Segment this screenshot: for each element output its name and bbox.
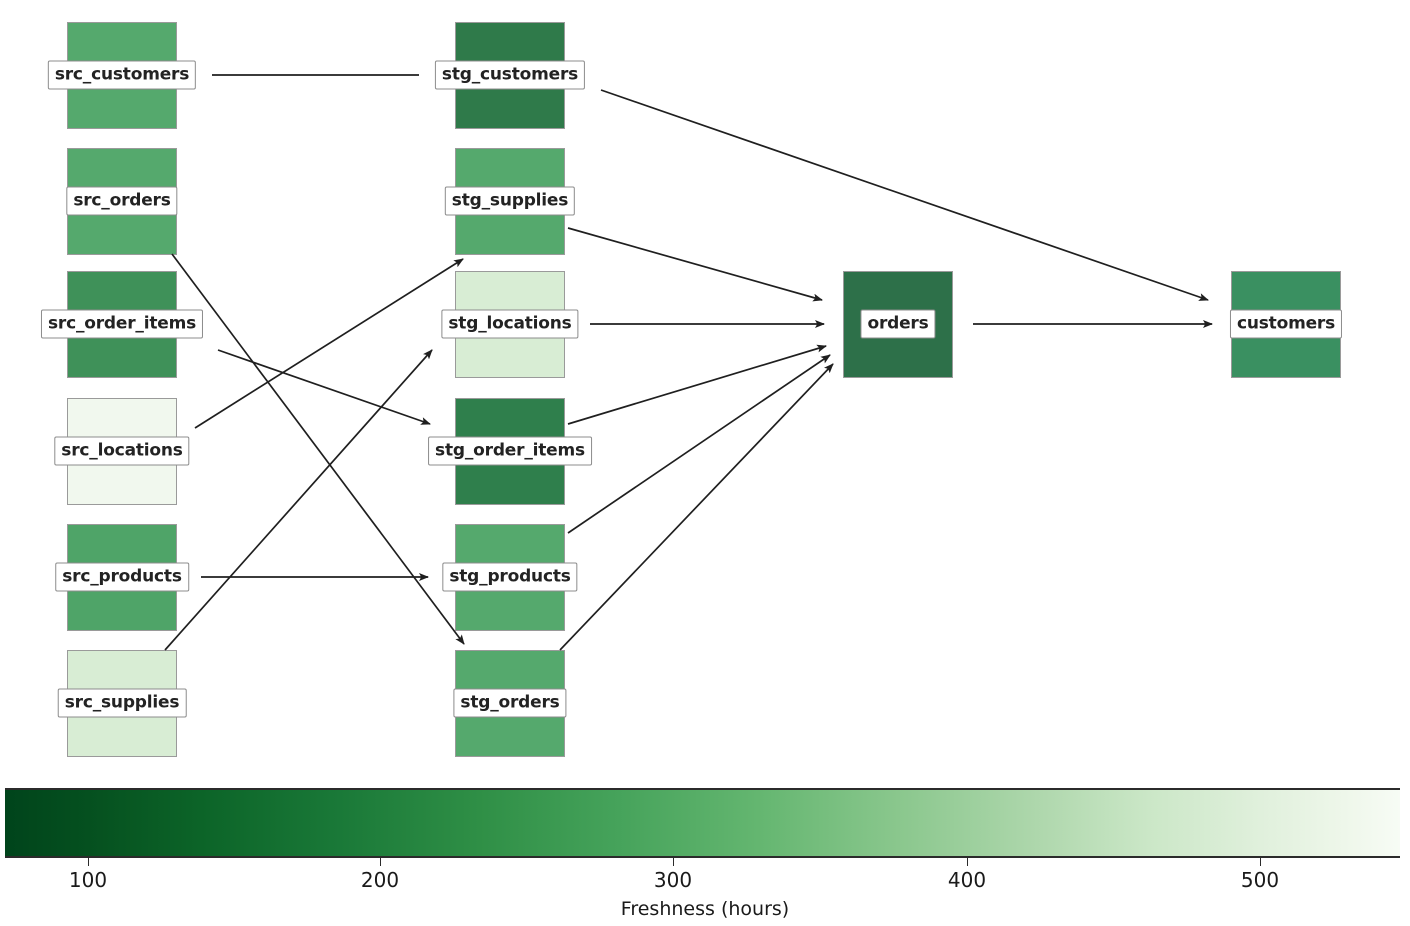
colorbar-tick-label-100: 100 <box>68 868 108 892</box>
edge-stg_products-to-orders <box>567 354 831 534</box>
node-label-stg_orders[interactable]: stg_orders <box>453 688 567 718</box>
node-label-customers[interactable]: customers <box>1229 309 1343 339</box>
edge-src_order_items-to-stg_order_items <box>217 349 431 425</box>
node-label-src_supplies[interactable]: src_supplies <box>57 688 187 718</box>
node-label-src_locations[interactable]: src_locations <box>54 436 190 466</box>
node-label-src_order_items[interactable]: src_order_items <box>40 309 204 339</box>
node-label-stg_supplies[interactable]: stg_supplies <box>444 186 576 216</box>
node-label-stg_order_items[interactable]: stg_order_items <box>428 436 592 466</box>
edge-src_locations-to-stg_locations <box>194 258 464 429</box>
node-label-stg_customers[interactable]: stg_customers <box>434 60 586 90</box>
edge-stg_supplies-to-orders <box>567 227 823 302</box>
node-label-stg_locations[interactable]: stg_locations <box>441 309 579 339</box>
node-label-stg_products[interactable]: stg_products <box>442 562 578 592</box>
node-label-orders[interactable]: orders <box>860 309 936 339</box>
colorbar-tick-mark-300 <box>673 858 674 866</box>
colorbar-tick-label-400: 400 <box>947 868 987 892</box>
node-label-src_orders[interactable]: src_orders <box>66 186 178 216</box>
edge-src_supplies-to-stg_supplies <box>164 349 433 651</box>
edge-src_orders-to-stg_orders <box>171 253 465 645</box>
edge-stg_orders-to-orders <box>559 363 834 651</box>
colorbar-tick-mark-200 <box>380 858 381 866</box>
colorbar-tick-label-300: 300 <box>653 868 693 892</box>
edge-stg_order_items-to-orders <box>567 344 827 425</box>
colorbar-gradient <box>5 788 1400 858</box>
colorbar-axis-label: Freshness (hours) <box>620 898 790 920</box>
edge-stg_customers-to-customers <box>600 89 1209 301</box>
colorbar-tick-label-200: 200 <box>360 868 400 892</box>
node-label-src_customers[interactable]: src_customers <box>47 60 197 90</box>
colorbar-tick-mark-500 <box>1260 858 1261 866</box>
colorbar-tick-mark-400 <box>967 858 968 866</box>
colorbar-tick-mark-100 <box>88 858 89 866</box>
node-label-src_products[interactable]: src_products <box>55 562 189 592</box>
colorbar: 100 200 300 400 500 <box>5 788 1400 892</box>
colorbar-tick-label-500: 500 <box>1240 868 1280 892</box>
